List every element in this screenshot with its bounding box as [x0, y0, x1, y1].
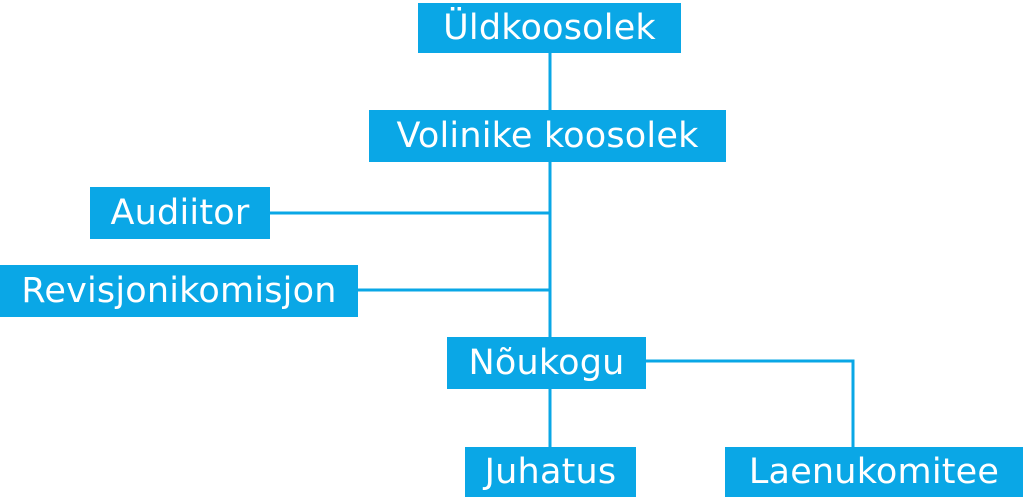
node-audit-committee: Revisjonikomisjon — [0, 265, 358, 317]
node-loan-committee: Laenukomitee — [725, 447, 1023, 497]
node-board: Juhatus — [465, 447, 636, 497]
node-council: Nõukogu — [447, 337, 646, 389]
node-auditor: Audiitor — [90, 187, 270, 239]
node-general-meeting: Üldkoosolek — [418, 3, 681, 53]
connector-council-to-loan-committee — [646, 359, 855, 447]
node-delegates-meeting: Volinike koosolek — [369, 110, 726, 162]
